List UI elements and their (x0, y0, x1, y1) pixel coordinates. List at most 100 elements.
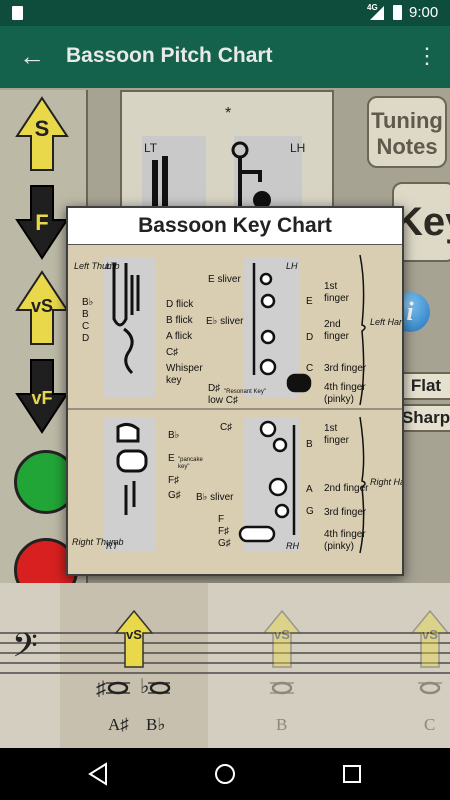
lh-finger-3: 3rd finger (324, 363, 367, 374)
rh-key-4: F♯ (218, 526, 229, 537)
note-name-asharp: A♯ (108, 715, 129, 734)
back-arrow-icon[interactable]: ← (19, 41, 45, 71)
whole-note-icon (107, 681, 129, 695)
whole-note-icon (271, 681, 293, 695)
overflow-menu-icon[interactable]: ⋮ (416, 43, 438, 68)
lh-finger-1b: finger (324, 293, 350, 304)
note-arrow-label: vS (422, 627, 438, 642)
page-title: Bassoon Pitch Chart (66, 44, 273, 67)
flat-button[interactable]: Flat (396, 372, 450, 400)
app-bar: ← Bassoon Pitch Chart ⋮ (0, 26, 450, 88)
lh-finger-4: 4th finger (324, 382, 366, 393)
tuning-notes-button[interactable]: Tuning Notes (367, 96, 447, 168)
note-name-c: C (424, 715, 436, 734)
lh-note-3: C (306, 363, 313, 374)
key-chart-image: LT LH RT RH Left Thumb Right Thumb Left … (68, 245, 402, 574)
status-bar: 4G 9:00 (0, 0, 450, 26)
lt-key-3: C (82, 321, 89, 332)
lt-flick-6: key (166, 375, 182, 386)
tuning-line-2: Notes (376, 134, 438, 159)
rt-key-1: B♭ (168, 430, 179, 441)
note-arrow-label: vS (126, 627, 142, 642)
arrow-label: vF (31, 388, 52, 408)
signal-icon (370, 6, 384, 20)
note-name-bflat: B♭ (146, 715, 166, 734)
lh-label: LH (286, 261, 298, 271)
rh-key-5: G♯ (218, 538, 231, 549)
arrow-label: F (35, 210, 48, 235)
hand-braces (359, 254, 366, 554)
home-nav-icon[interactable] (213, 762, 237, 786)
rh-finger-1a: 1st (324, 423, 338, 434)
rh-key-3: F (218, 514, 224, 525)
lh-note-1: E (306, 296, 313, 307)
lt-flick-2: B flick (166, 315, 194, 326)
lt-key-1: B♭ (82, 297, 93, 308)
lt-column (104, 257, 156, 397)
rh-finger-3: 3rd finger (324, 507, 367, 518)
lh-finger-1a: 1st (324, 281, 338, 292)
rh-label: RH (286, 541, 299, 551)
sharp-up-button[interactable]: S (15, 96, 69, 172)
bass-clef-icon: 𝄢 (12, 627, 38, 672)
back-nav-icon[interactable] (86, 762, 110, 786)
rh-finger-1b: finger (324, 435, 350, 446)
rt-key-6: G♯ (168, 490, 181, 501)
whole-note-icon (419, 681, 441, 695)
rh-note-1: B (306, 439, 313, 450)
note-heads: ♯ ♭ (96, 676, 442, 700)
lt-flick-3: A flick (166, 331, 193, 342)
lt-flick-5: Whisper (166, 363, 203, 374)
flat-down-button[interactable]: F (15, 184, 69, 260)
note-arrow-dim-1: vS (262, 609, 302, 668)
lt-flick-4: C♯ (166, 347, 178, 358)
rh-finger-4: 4th finger (324, 529, 366, 540)
lt-key-2: B (82, 309, 89, 320)
sharp-icon: ♯ (96, 678, 106, 700)
vsharp-up-button[interactable]: vS (15, 270, 69, 346)
rh-finger-2: 2nd finger (324, 483, 369, 494)
rh-key-2: B♭ sliver (196, 492, 234, 503)
navigation-bar (0, 748, 450, 800)
lh-key-3: D♯ (208, 383, 220, 394)
flat-icon: ♭ (140, 676, 149, 698)
rt-key-5: F♯ (168, 475, 179, 486)
note-arrow-dim-2: vS (410, 609, 450, 668)
rh-key-1: C♯ (220, 422, 232, 433)
lh-key-4: low C♯ (208, 395, 238, 406)
resonant-key-label: "Resonant Key" (224, 389, 266, 395)
battery-icon (393, 5, 402, 20)
lt-key-4: D (82, 333, 89, 344)
arrow-label: vS (31, 296, 53, 316)
lh-finger-4b: (pinky) (324, 394, 354, 405)
vflat-down-button[interactable]: vF (15, 358, 69, 434)
recents-nav-icon[interactable] (340, 762, 364, 786)
note-arrow-label: vS (274, 627, 290, 642)
whole-note-icon (149, 681, 171, 695)
lh-keys-drawing (252, 263, 312, 393)
rh-keys-drawing (238, 420, 296, 543)
preview-mark: * (225, 105, 231, 122)
lt-keys-drawing (112, 263, 140, 375)
lh-key-1: E sliver (208, 274, 241, 285)
arrow-label: S (35, 116, 50, 141)
staff-lines (0, 632, 450, 674)
right-button-panel: Tuning Notes Key i Flat Sharp (362, 96, 450, 583)
preview-lt-label: LT (144, 141, 158, 155)
lt-label: LT (106, 261, 117, 271)
left-thumb-label: Left Thumb (74, 261, 120, 271)
rt-label: RT (106, 541, 119, 551)
rt-key-2: E (168, 453, 175, 464)
rh-note-2: A (306, 484, 313, 495)
sharp-button[interactable]: Sharp (396, 404, 450, 432)
lh-key-2: E♭ sliver (206, 316, 244, 327)
right-thumb-label: Right Thumb (72, 537, 124, 547)
lh-note-2: D (306, 332, 313, 343)
rh-note-3: G (306, 506, 314, 517)
preview-lh-label: LH (290, 141, 305, 155)
rt-key-4: key" (178, 464, 189, 470)
note-name-b: B (276, 715, 288, 734)
right-hand-label: Right Hand (370, 477, 402, 487)
note-arrow-active: vS (114, 609, 154, 668)
tuning-line-1: Tuning (371, 108, 443, 133)
